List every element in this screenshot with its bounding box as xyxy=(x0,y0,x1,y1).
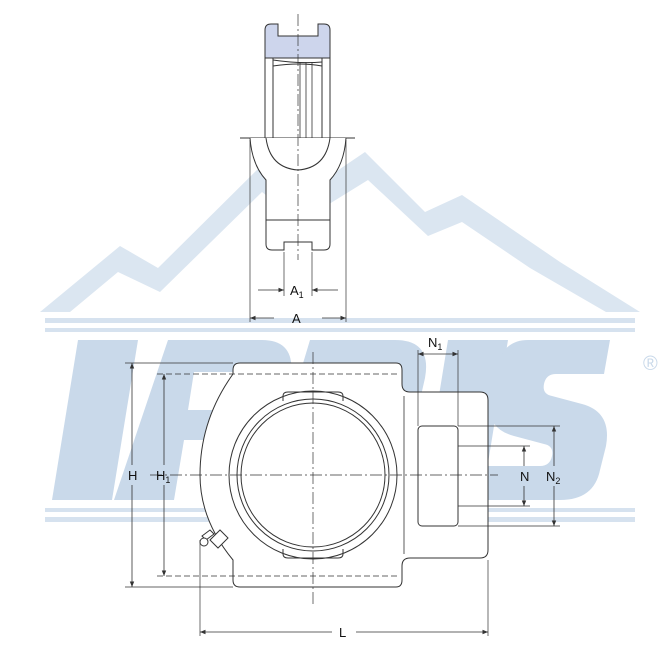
label-H: H xyxy=(128,468,137,483)
dimension-L: L xyxy=(200,625,488,640)
label-N: N xyxy=(520,469,529,484)
grease-nipple xyxy=(199,529,229,549)
label-H1: H xyxy=(156,468,165,483)
bearing-insert-side xyxy=(264,57,331,139)
dimension-A1: A1 xyxy=(258,283,338,300)
label-N1: N xyxy=(428,335,437,350)
registered-mark: ® xyxy=(643,353,658,375)
dimension-N1: N1 xyxy=(418,335,458,357)
dimension-H1: H1 xyxy=(156,374,170,576)
dimension-N: N xyxy=(520,446,529,506)
dimension-A: A xyxy=(250,311,346,326)
label-A1: A xyxy=(290,283,299,298)
watermark-mountains xyxy=(40,152,640,312)
label-A1-sub: 1 xyxy=(299,290,304,300)
svg-text:H1: H1 xyxy=(156,468,170,485)
svg-text:N1: N1 xyxy=(428,335,442,352)
label-L: L xyxy=(339,625,346,640)
side-view-top-block xyxy=(264,23,331,59)
label-A: A xyxy=(292,311,301,326)
label-N1-sub: 1 xyxy=(437,342,442,352)
label-N2-sub: 2 xyxy=(555,476,560,486)
front-view xyxy=(125,350,560,636)
svg-text:A1: A1 xyxy=(290,283,304,300)
label-H1-sub: 1 xyxy=(165,475,170,485)
side-view xyxy=(240,14,355,322)
dimension-H: H xyxy=(128,363,137,587)
tension-slot xyxy=(417,425,459,527)
svg-text:N2: N2 xyxy=(546,469,560,486)
label-N2: N xyxy=(546,469,555,484)
dimension-N2: N2 xyxy=(546,426,560,526)
